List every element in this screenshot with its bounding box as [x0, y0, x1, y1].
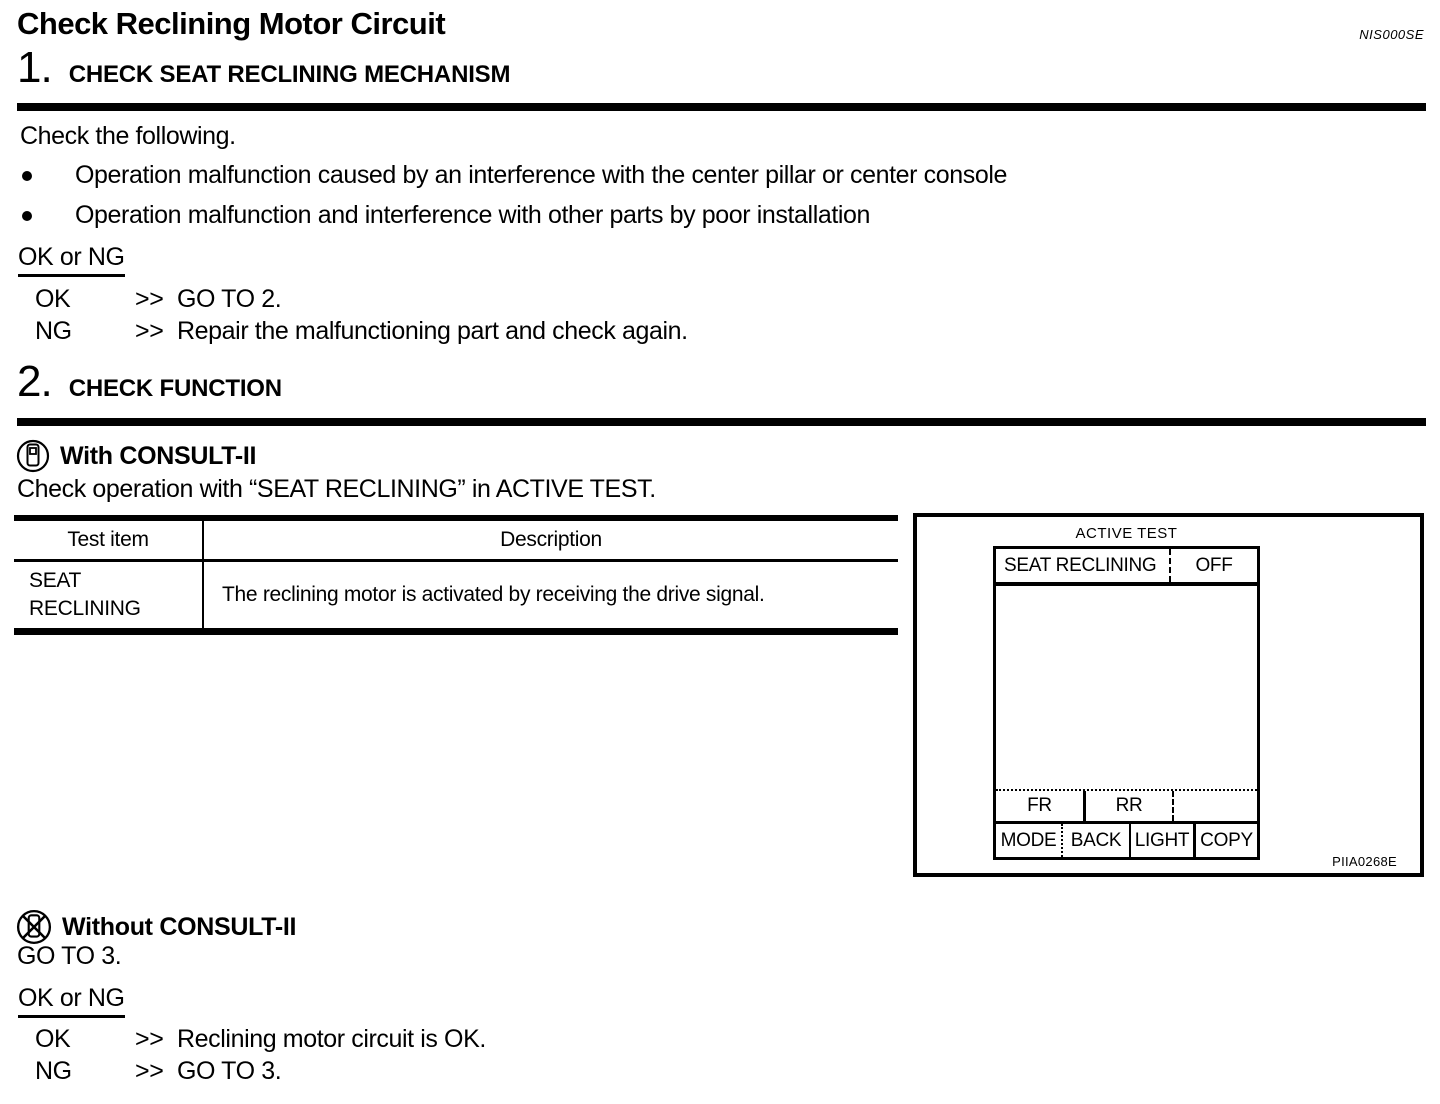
bullet-icon: [22, 211, 32, 221]
step2-number: 2.: [17, 357, 53, 406]
consult-ii-icon: [16, 439, 50, 473]
table-row: SEAT RECLINING The reclining motor is ac…: [14, 562, 898, 628]
without-consult-row: Without CONSULT-II: [16, 909, 296, 945]
step2-title: CHECK FUNCTION: [68, 375, 282, 402]
with-consult-label: With CONSULT-II: [60, 441, 257, 470]
column-header: Description: [500, 528, 602, 551]
column-header: Test item: [67, 528, 149, 551]
bullet-icon: [22, 171, 32, 181]
test-item-table: Test item Description SEAT RECLINING The…: [14, 515, 898, 635]
result-text: Reclining motor circuit is OK.: [177, 1025, 486, 1053]
consult-test-status: OFF: [1169, 549, 1257, 582]
divider-rule-1: [17, 103, 1426, 111]
step1-number: 1.: [17, 43, 53, 92]
ok-or-ng-label: OK or NG: [18, 243, 125, 277]
consult-screen: SEAT RECLINING OFF FR RR MODE BACK LIGHT…: [993, 546, 1260, 860]
result-arrow: >>: [135, 1057, 164, 1085]
result-label: NG: [35, 1057, 72, 1085]
description-value: The reclining motor is activated by rece…: [222, 583, 765, 606]
test-item-value: SEAT RECLINING: [29, 569, 141, 620]
result-row: OK >> GO TO 2.: [35, 285, 282, 314]
table-header-description: Description: [204, 521, 898, 559]
consult-screen-title: ACTIVE TEST: [1075, 525, 1178, 542]
result-arrow: >>: [135, 1025, 164, 1053]
figure-code: PIIA0268E: [1332, 854, 1397, 869]
consult-ii-crossed-icon: [16, 909, 52, 945]
step1-heading: 1. CHECK SEAT RECLINING MECHANISM: [17, 46, 510, 90]
table-cell-description: The reclining motor is activated by rece…: [204, 562, 898, 628]
result-text: GO TO 3.: [177, 1057, 282, 1085]
result-row: NG >> GO TO 3.: [35, 1057, 282, 1086]
consult-fr-rr-row: FR RR: [996, 789, 1257, 821]
page-title: Check Reclining Motor Circuit: [17, 6, 446, 41]
bullet-text: Operation malfunction and interference w…: [75, 201, 871, 229]
consult-light-button: LIGHT: [1131, 824, 1196, 857]
consult-button-row: MODE BACK LIGHT COPY: [996, 821, 1257, 857]
with-consult-instruction: Check operation with “SEAT RECLINING” in…: [17, 475, 656, 503]
consult-back-button: BACK: [1063, 824, 1131, 857]
consult-test-row: SEAT RECLINING OFF: [996, 549, 1257, 586]
step1-intro: Check the following.: [20, 122, 236, 150]
consult-fr-button: FR: [996, 791, 1086, 821]
step2-heading: 2. CHECK FUNCTION: [17, 360, 282, 404]
table-header-row: Test item Description: [14, 521, 898, 562]
result-arrow: >>: [135, 317, 164, 345]
result-row: OK >> Reclining motor circuit is OK.: [35, 1025, 486, 1054]
doc-code: NIS000SE: [1359, 27, 1424, 42]
consult-test-name: SEAT RECLINING: [1004, 554, 1157, 576]
consult-copy-button: COPY: [1200, 829, 1253, 851]
result-text: Repair the malfunctioning part and check…: [177, 317, 688, 345]
table-header-test-item: Test item: [14, 521, 204, 559]
table-cell-test-item: SEAT RECLINING: [14, 562, 204, 628]
ok-or-ng-label: OK or NG: [18, 984, 125, 1018]
consult-rr-button: RR: [1086, 791, 1174, 821]
consult-empty-cell: [1174, 791, 1257, 821]
divider-rule-2: [17, 418, 1426, 426]
consult-mode-button: MODE: [996, 824, 1063, 857]
bullet-text: Operation malfunction caused by an inter…: [75, 161, 1008, 189]
bullet-item: Operation malfunction and interference w…: [22, 201, 870, 230]
without-consult-instruction: GO TO 3.: [17, 942, 122, 970]
result-row: NG >> Repair the malfunctioning part and c…: [35, 317, 688, 346]
result-label: OK: [35, 1025, 71, 1053]
result-label: OK: [35, 285, 71, 313]
result-text: GO TO 2.: [177, 285, 282, 313]
consult-screen-body: [996, 586, 1257, 789]
without-consult-label: Without CONSULT-II: [62, 912, 297, 941]
step1-title: CHECK SEAT RECLINING MECHANISM: [68, 61, 511, 88]
bullet-item: Operation malfunction caused by an inter…: [22, 161, 1007, 190]
result-label: NG: [35, 317, 72, 345]
with-consult-row: With CONSULT-II: [16, 439, 256, 473]
result-arrow: >>: [135, 285, 164, 313]
consult-screen-figure: ACTIVE TEST SEAT RECLINING OFF FR RR MOD…: [913, 513, 1424, 877]
